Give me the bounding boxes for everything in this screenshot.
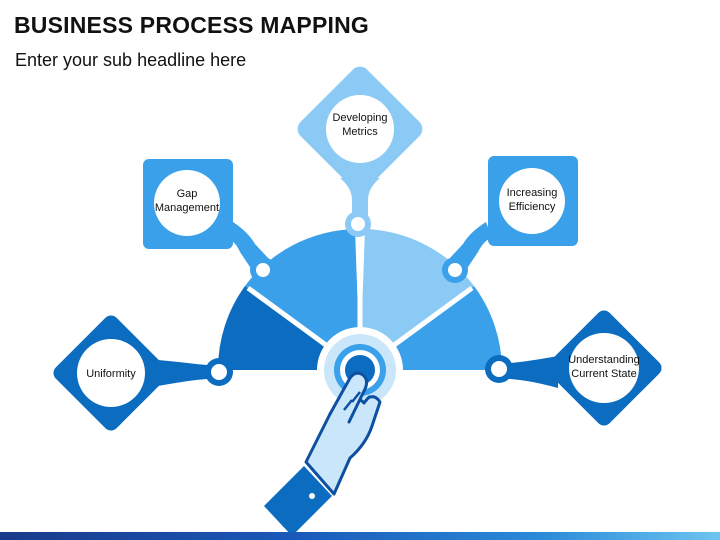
- index-finger: [328, 371, 369, 424]
- node-label: Current State: [571, 368, 636, 380]
- node-label: Management: [155, 202, 219, 214]
- node-circle: [569, 333, 639, 403]
- touch-button: [317, 327, 403, 413]
- sleeve: [264, 466, 332, 536]
- node-understanding-current-state: Understanding Current State: [485, 310, 662, 426]
- node-developing-metrics: Developing Metrics: [297, 66, 423, 237]
- connector-dot-inner: [351, 217, 365, 231]
- connector: [450, 222, 492, 270]
- connector-dot-inner: [256, 263, 270, 277]
- node-circle: [499, 168, 565, 234]
- connector: [340, 178, 380, 222]
- connector: [225, 222, 268, 270]
- node-label: Uniformity: [86, 368, 136, 380]
- node-label: Increasing: [507, 187, 558, 199]
- node-uniformity: Uniformity: [53, 315, 233, 431]
- node-label: Metrics: [342, 126, 378, 138]
- node-increasing-efficiency: Increasing Efficiency: [442, 156, 578, 283]
- node-label: Developing: [332, 112, 387, 124]
- connector: [158, 360, 218, 386]
- page-subtitle: Enter your sub headline here: [15, 50, 247, 70]
- node-label: Efficiency: [509, 201, 556, 213]
- connector-dot-inner: [491, 361, 507, 377]
- node-gap-management: Gap Management: [143, 159, 276, 283]
- connector: [500, 356, 558, 388]
- knuckle-line: [363, 395, 371, 404]
- knuckle-line: [351, 391, 361, 403]
- node-circle: [326, 95, 394, 163]
- node-label: Gap: [177, 188, 198, 200]
- node-label: Understanding: [568, 354, 640, 366]
- footer-gradient-bar: [0, 532, 720, 540]
- node-circle: [154, 170, 220, 236]
- connector-dot-inner: [211, 364, 227, 380]
- hand-pointer-icon: [264, 371, 382, 536]
- page-title: BUSINESS PROCESS MAPPING: [14, 12, 369, 38]
- connector-dot-inner: [448, 263, 462, 277]
- knuckle-line: [343, 399, 353, 411]
- node-circle: [77, 339, 145, 407]
- cuff-button: [309, 493, 315, 499]
